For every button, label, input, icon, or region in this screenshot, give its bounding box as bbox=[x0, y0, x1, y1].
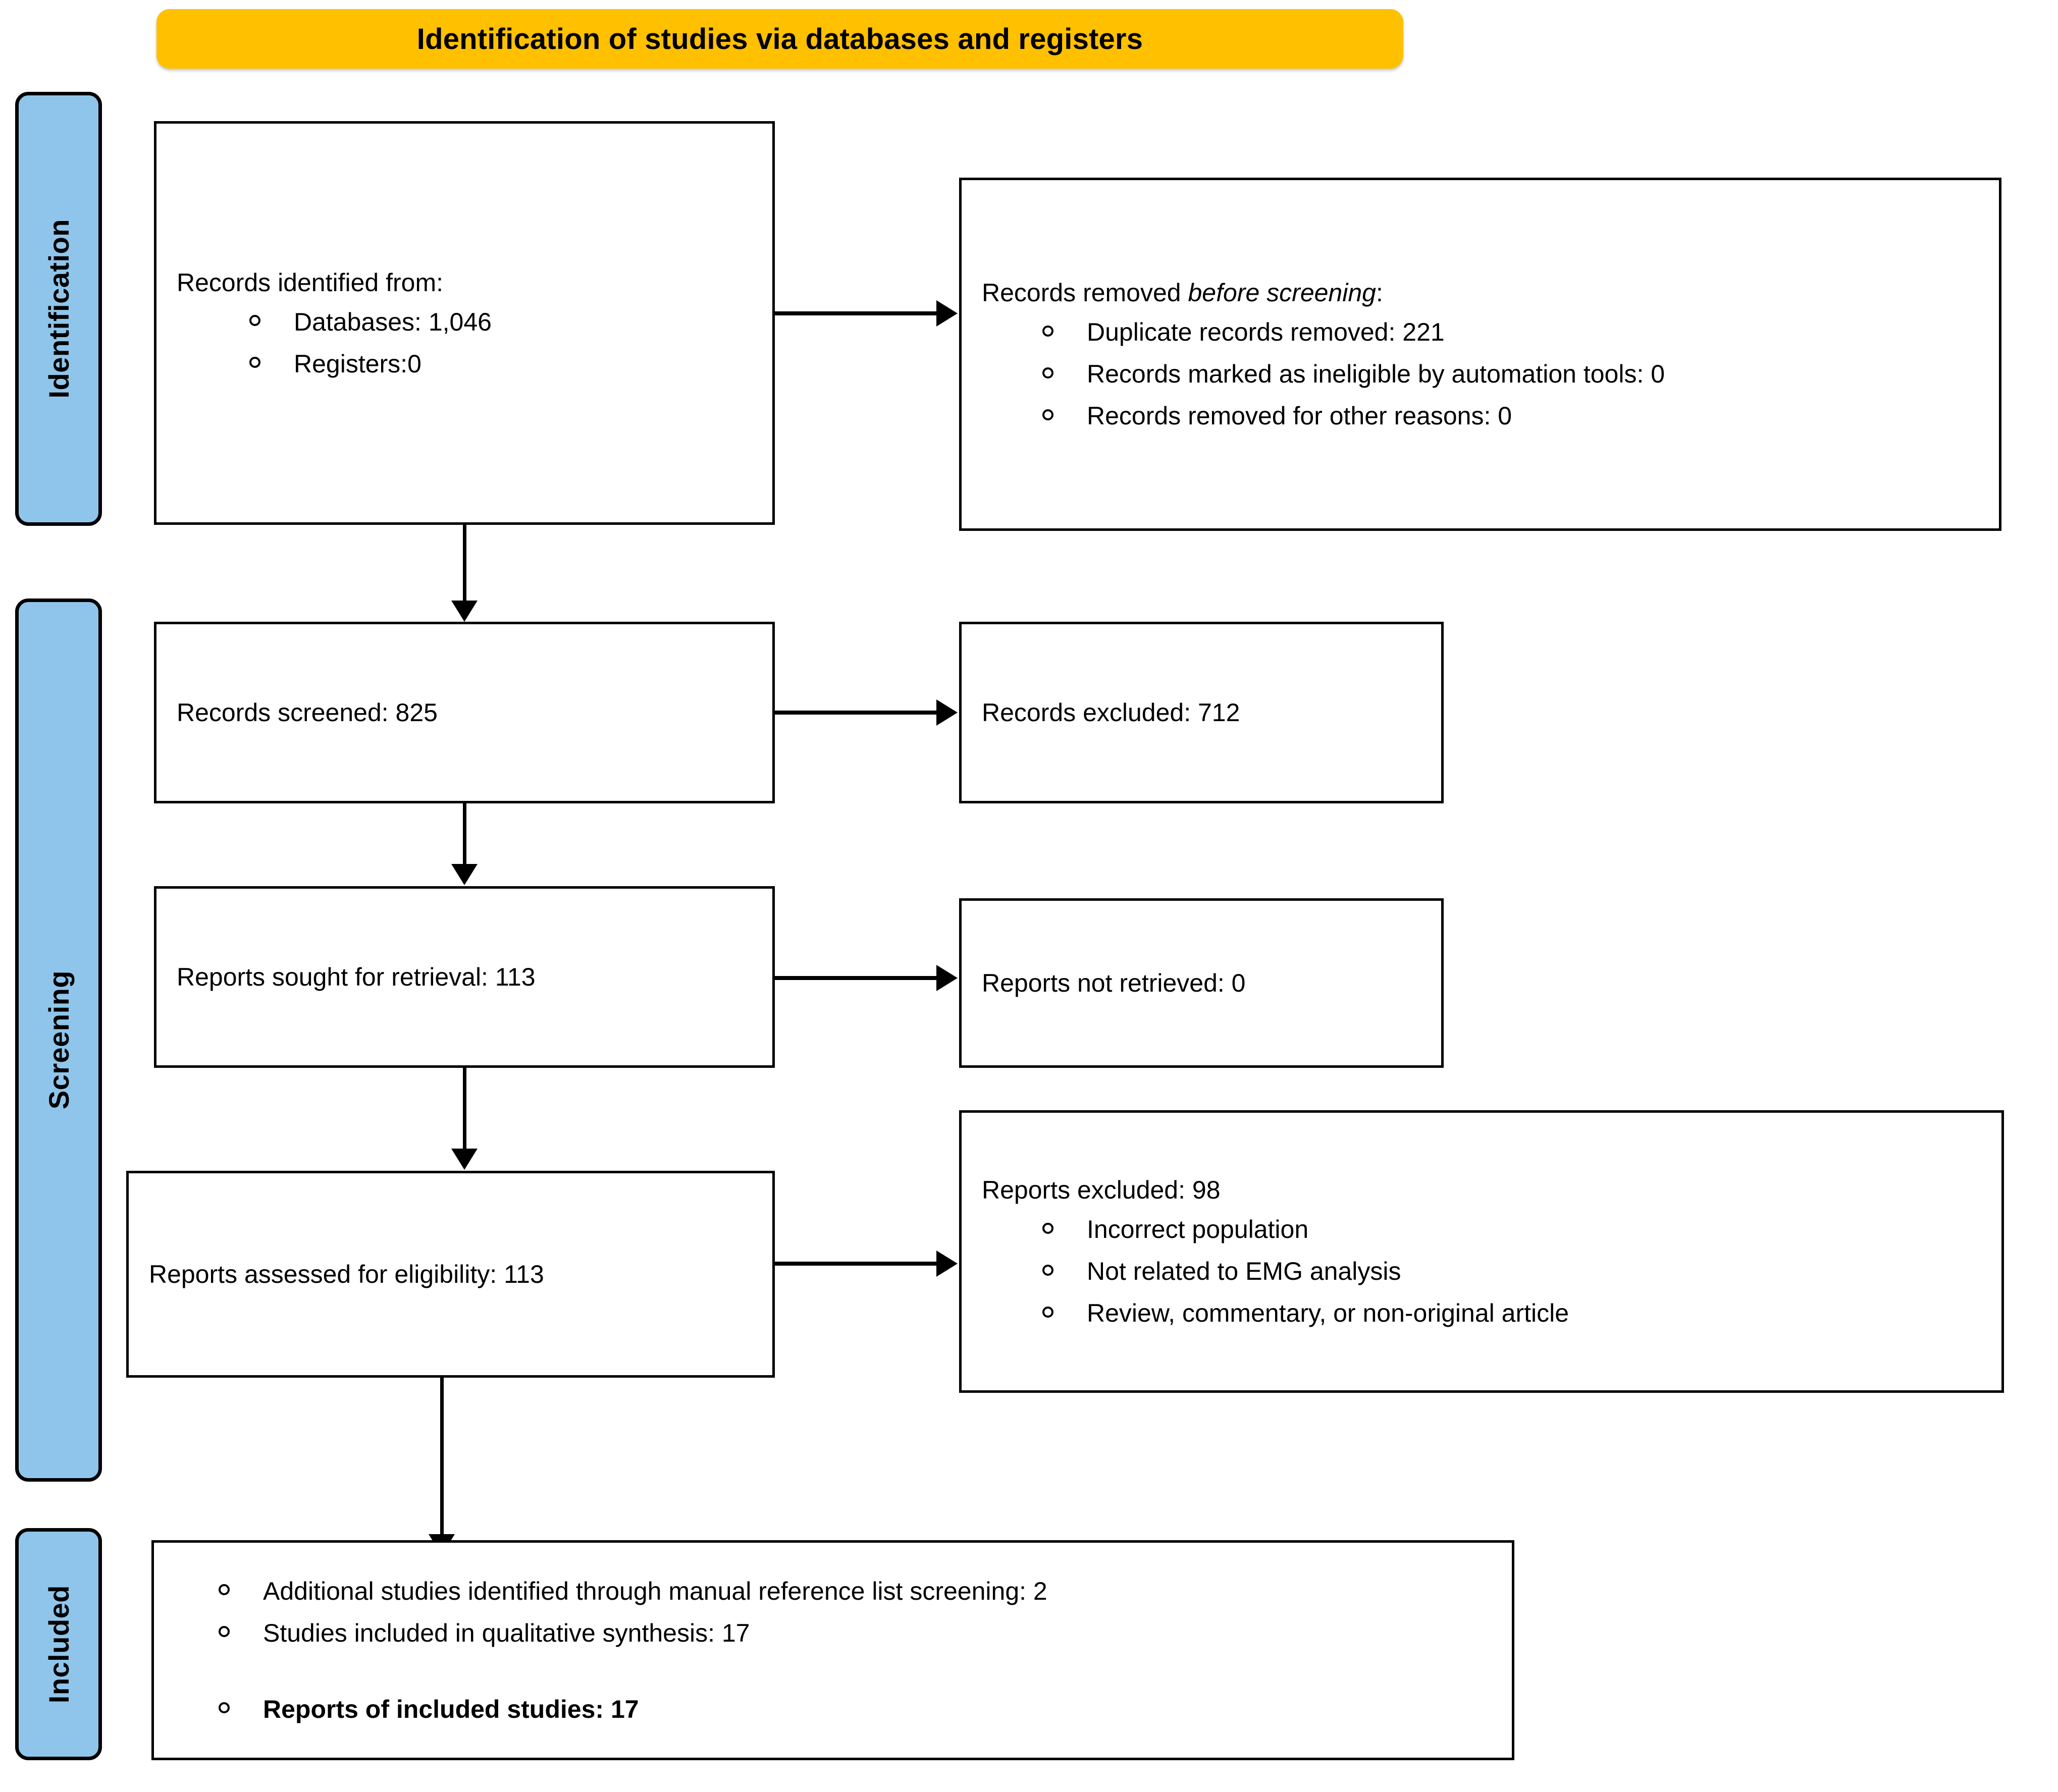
box-records-removed: Records removed before screening: Duplic… bbox=[959, 178, 2001, 531]
reports-assessed-title: Reports assessed for eligibility: 113 bbox=[149, 1260, 544, 1288]
list-item: Reports of included studies: 17 bbox=[210, 1693, 1492, 1726]
arrow-sought-to-not-retrieved bbox=[936, 965, 958, 991]
stage-label-screening: Screening bbox=[42, 970, 75, 1110]
box-included-studies: Additional studies identified through ma… bbox=[151, 1540, 1514, 1760]
list-item: Records marked as ineligible by automati… bbox=[1034, 358, 1979, 391]
reports-excluded-title: Reports excluded: 98 bbox=[982, 1176, 1221, 1204]
box-records-screened: Records screened: 825 bbox=[154, 622, 775, 803]
connector-identified-to-screened bbox=[463, 525, 466, 601]
arrow-screened-to-sought bbox=[451, 864, 478, 885]
included-studies-bullets: Additional studies identified through ma… bbox=[174, 1575, 1492, 1726]
list-item: Review, commentary, or non-original arti… bbox=[1034, 1297, 1981, 1330]
connector-assessed-to-included bbox=[440, 1378, 444, 1534]
records-screened-title: Records screened: 825 bbox=[177, 698, 438, 727]
list-item: Additional studies identified through ma… bbox=[210, 1575, 1492, 1608]
records-removed-title: Records removed before screening: bbox=[982, 276, 1979, 310]
records-removed-title-lead: Records removed bbox=[982, 279, 1188, 307]
connector-assessed-to-excluded bbox=[775, 1262, 936, 1266]
banner-label: Identification of studies via databases … bbox=[416, 22, 1143, 56]
connector-sought-to-not-retrieved bbox=[775, 976, 936, 980]
box-reports-not-retrieved: Reports not retrieved: 0 bbox=[959, 898, 1444, 1068]
box-reports-excluded-detail: Reports excluded: 98 Incorrect populatio… bbox=[959, 1110, 2004, 1393]
reports-not-retrieved-title: Reports not retrieved: 0 bbox=[982, 968, 1246, 997]
records-removed-bullets: Duplicate records removed: 221 Records m… bbox=[982, 316, 1979, 432]
stage-bar-screening: Screening bbox=[15, 599, 102, 1482]
records-removed-title-emphasis: before screening bbox=[1188, 279, 1376, 307]
box-reports-sought: Reports sought for retrieval: 113 bbox=[154, 886, 775, 1068]
records-removed-title-tail: : bbox=[1376, 279, 1383, 307]
records-excluded-title: Records excluded: 712 bbox=[982, 698, 1240, 727]
list-item: Databases: 1,046 bbox=[241, 306, 752, 339]
connector-sought-to-assessed bbox=[463, 1068, 466, 1149]
list-item: Duplicate records removed: 221 bbox=[1034, 316, 1979, 349]
list-item: Studies included in qualitative synthesi… bbox=[210, 1617, 1492, 1650]
arrow-assessed-to-excluded bbox=[936, 1251, 958, 1277]
stage-bar-identification: Identification bbox=[15, 92, 102, 526]
box-reports-assessed: Reports assessed for eligibility: 113 bbox=[126, 1171, 775, 1378]
identification-banner: Identification of studies via databases … bbox=[156, 9, 1403, 69]
connector-screened-to-excluded bbox=[775, 711, 936, 715]
reports-excluded-bullets: Incorrect population Not related to EMG … bbox=[982, 1213, 1981, 1330]
stage-bar-included: Included bbox=[15, 1528, 102, 1760]
stage-label-included: Included bbox=[42, 1585, 75, 1704]
list-item: Incorrect population bbox=[1034, 1213, 1981, 1246]
list-item: Registers:0 bbox=[241, 348, 752, 381]
arrow-screened-to-excluded bbox=[936, 699, 958, 726]
reports-sought-title: Reports sought for retrieval: 113 bbox=[177, 962, 536, 991]
arrow-identified-to-removed bbox=[936, 300, 958, 327]
list-item: Not related to EMG analysis bbox=[1034, 1255, 1981, 1288]
connector-screened-to-sought bbox=[463, 803, 466, 864]
arrow-sought-to-assessed bbox=[451, 1149, 478, 1170]
box-records-identified: Records identified from: Databases: 1,04… bbox=[154, 121, 775, 525]
records-identified-title: Records identified from: bbox=[177, 268, 444, 297]
box-records-excluded: Records excluded: 712 bbox=[959, 622, 1444, 803]
stage-label-identification: Identification bbox=[42, 219, 75, 399]
connector-identified-to-removed bbox=[775, 311, 936, 315]
list-item: Records removed for other reasons: 0 bbox=[1034, 400, 1979, 432]
records-identified-bullets: Databases: 1,046 Registers:0 bbox=[177, 306, 752, 381]
arrow-identified-to-screened bbox=[451, 601, 478, 622]
